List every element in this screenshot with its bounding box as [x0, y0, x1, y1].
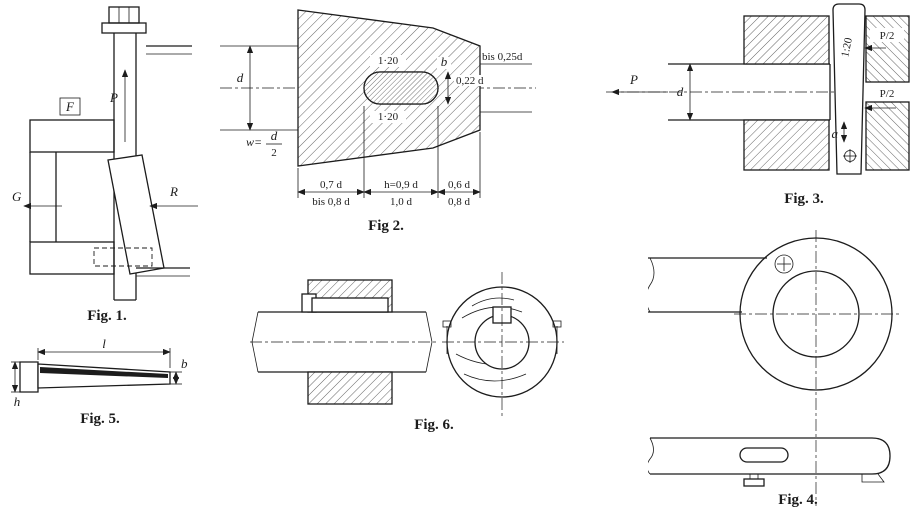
- fig2-drawing: d 1·20 1·20 b 0,22 d bis 0,25d w= d 2: [220, 9, 536, 234]
- fig5-taper-key: l b h Fig. 5.: [11, 336, 188, 427]
- fig3-label-d: d: [677, 84, 684, 99]
- break-line-top-view: [648, 257, 655, 313]
- clamp-bolt: [774, 254, 794, 274]
- washer: [101, 22, 147, 34]
- fig1-label-p: P: [109, 90, 118, 105]
- fig1-drawing: P F G R Fig. 1.: [12, 6, 198, 324]
- fig2-caption: Fig 2.: [368, 218, 404, 234]
- fig3-p-half-top: P/2: [880, 30, 895, 42]
- fig1-cottered-rod-joint: P F G R Fig. 1.: [12, 6, 198, 324]
- key-side-view: [311, 297, 389, 313]
- fig5-label-h: h: [14, 394, 21, 409]
- fig2-label-d: d: [237, 70, 244, 85]
- end-hook: [861, 473, 885, 483]
- fig2-dim-08d: 0,8 d: [448, 196, 471, 208]
- clevis-top-arm: [29, 119, 115, 153]
- fig6-keyed-shaft: Fig. 6.: [250, 272, 564, 433]
- break-line-left: [251, 311, 259, 373]
- fig6-drawing: Fig. 6.: [250, 272, 564, 433]
- figure-3: P d 1:20 P/2 P/2 a: [604, 2, 914, 212]
- figure-6: Fig. 6.: [250, 250, 580, 435]
- cotter: [832, 3, 866, 175]
- fig4-caption: Fig. 4.: [778, 492, 818, 508]
- fig3-taper-label: 1:20: [839, 36, 855, 58]
- key-top-face: [40, 367, 168, 378]
- fig2-dim-06d: 0,6 d: [448, 179, 471, 191]
- fig2-frac-den: 2: [271, 147, 277, 159]
- fig2-dim-h09d: h=0,9 d: [384, 179, 418, 191]
- fig3-label-a: a: [832, 126, 839, 141]
- fig3-cotter-joint: P d 1:20 P/2 P/2 a: [606, 3, 910, 207]
- fig1-label-f: F: [65, 99, 75, 114]
- fig5-drawing: l b h Fig. 5.: [11, 336, 188, 427]
- socket-bottom-left: [743, 119, 830, 171]
- pin-head: [743, 478, 765, 487]
- fig2-dim-b-value: 0,22 d: [456, 75, 484, 87]
- break-line-side-view: [648, 437, 654, 475]
- fig2-dim-b-range: bis 0,25d: [482, 51, 523, 63]
- clevis-bottom-arm: [29, 241, 115, 275]
- fig5-label-b: b: [181, 356, 188, 371]
- hidden-slot: [93, 247, 153, 267]
- cotter-slot-side: [739, 447, 789, 463]
- figure-2: d 1·20 1·20 b 0,22 d bis 0,25d w= d 2: [218, 0, 538, 238]
- fig4-rod-eye: Fig. 4.: [648, 230, 900, 508]
- fig2-dim-bis08d: bis 0,8 d: [312, 196, 350, 208]
- fig2-dim-10d: 1,0 d: [390, 196, 413, 208]
- fig3-caption: Fig. 3.: [784, 191, 824, 207]
- fig3-p-half-bottom: P/2: [880, 88, 895, 100]
- figure-5: l b h Fig. 5.: [8, 334, 193, 429]
- fig2-taper-bottom: 1·20: [378, 111, 399, 123]
- fig1-label-g: G: [12, 189, 22, 204]
- fig4-drawing: Fig. 4.: [648, 230, 900, 508]
- break-line-right: [425, 311, 433, 373]
- hub-bottom-section: [307, 371, 393, 405]
- socket-top-right: [865, 15, 910, 83]
- label-f-box: [59, 97, 81, 116]
- figure-1: P F G R Fig. 1.: [10, 2, 205, 332]
- fig1-label-r: R: [169, 184, 178, 199]
- fig3-drawing: P d 1:20 P/2 P/2 a: [606, 3, 910, 207]
- socket-bottom-right: [865, 101, 910, 171]
- rod-side-view: [650, 437, 891, 475]
- fig2-label-b: b: [441, 54, 448, 69]
- bolt-head: [108, 6, 140, 24]
- fig2-frac-num: d: [271, 128, 278, 143]
- cotter-wedge: [107, 154, 165, 275]
- figure-4: Fig. 4.: [648, 216, 916, 510]
- fig2-cotter-section: d 1·20 1·20 b 0,22 d bis 0,25d w= d 2: [220, 9, 536, 234]
- fig5-label-l: l: [102, 336, 106, 351]
- fig5-caption: Fig. 5.: [80, 411, 120, 427]
- fig3-label-p: P: [629, 72, 638, 87]
- fig6-caption: Fig. 6.: [414, 417, 454, 433]
- fig2-label-w: w=: [246, 135, 262, 149]
- key-head: [19, 361, 39, 393]
- fig2-dim-07d: 0,7 d: [320, 179, 343, 191]
- fig2-taper-top: 1·20: [378, 55, 399, 67]
- fig1-caption: Fig. 1.: [87, 308, 127, 324]
- socket-top-left: [743, 15, 830, 65]
